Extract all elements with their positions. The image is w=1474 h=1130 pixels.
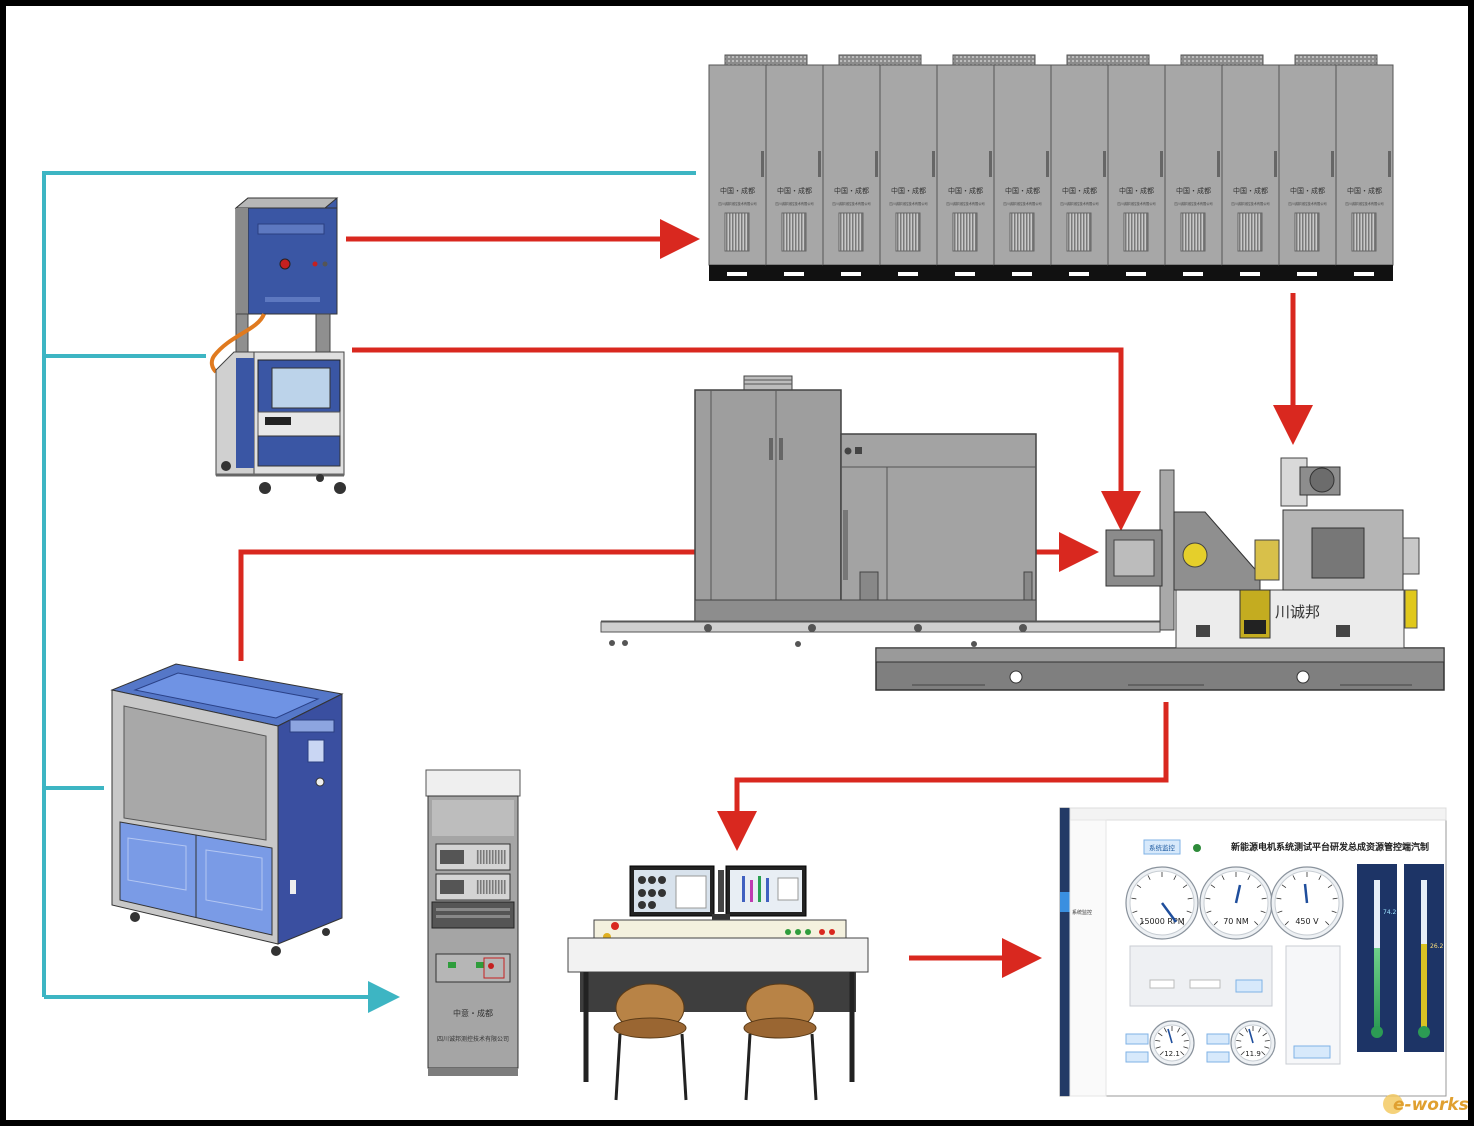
small-gauge-1-label: 12.1 bbox=[1164, 1050, 1180, 1058]
cabinet-brand-label: 中国・成都 bbox=[948, 186, 983, 195]
small-gauge-1: 12.1 bbox=[1149, 1020, 1195, 1066]
thermometer-2-value: 26.2 bbox=[1430, 943, 1444, 950]
software-title: 新能源电机系统测试平台研发总成资源管控端汽制 bbox=[1231, 841, 1429, 853]
rack-brand-label: 中意・成都 bbox=[453, 1008, 493, 1018]
rack-maker-label: 四川诚邦测控技术有限公司 bbox=[437, 1035, 509, 1043]
cabinet-maker-label: 四川诚邦测控技术有限公司 bbox=[1345, 201, 1383, 206]
cabinet-maker-label: 四川诚邦测控技术有限公司 bbox=[1060, 201, 1098, 206]
emergency-stop-icon bbox=[279, 258, 291, 270]
environmental-chamber bbox=[600, 375, 1161, 647]
cabinet-maker-label: 四川诚邦测控技术有限公司 bbox=[718, 201, 756, 206]
thermometer-1-value: 74.2 bbox=[1383, 909, 1397, 916]
gauge-needle bbox=[1248, 1028, 1254, 1044]
cabinet-brand-label: 中国・成都 bbox=[834, 186, 869, 195]
software-left-rail bbox=[1060, 808, 1070, 1096]
cabinet-brand-label: 中国・成都 bbox=[1347, 186, 1382, 195]
cabinet-maker-label: 四川诚邦测控技术有限公司 bbox=[1231, 201, 1269, 206]
gauge-2-label: 70 NM bbox=[1223, 917, 1249, 926]
instrument-rack: 中意・成都 四川诚邦测控技术有限公司 bbox=[425, 769, 521, 1076]
cabinet-maker-label: 四川诚邦测控技术有限公司 bbox=[1174, 201, 1212, 206]
gauge-1-label: 15000 RPM bbox=[1139, 917, 1184, 926]
gauge-needle bbox=[1303, 883, 1309, 904]
cabinet-maker-label: 四川诚邦测控技术有限公司 bbox=[1288, 201, 1326, 206]
arrow-dyno-to-console bbox=[717, 702, 1169, 851]
cabinet-maker-label: 四川诚邦测控技术有限公司 bbox=[889, 201, 927, 206]
cabinet-brand-label: 中国・成都 bbox=[777, 186, 812, 195]
small-gauge-2: 11.9 bbox=[1230, 1020, 1276, 1066]
gauge-2: 70 NM bbox=[1199, 866, 1273, 940]
software-sidebar-title: 系统监控 bbox=[1072, 909, 1092, 916]
gauge-needle bbox=[1160, 902, 1178, 923]
cabinet-maker-label: 四川诚邦测控技术有限公司 bbox=[775, 201, 813, 206]
cabinet-brand-label: 中国・成都 bbox=[720, 186, 755, 195]
cabinet-brand-label: 中国・成都 bbox=[1062, 186, 1097, 195]
cabinet-brand-label: 中国・成都 bbox=[891, 186, 926, 195]
arrow-ctrlbox-to-dyno bbox=[352, 347, 1141, 531]
teal-network-lines bbox=[42, 171, 696, 1013]
cabinet-maker-label: 四川诚邦测控技术有限公司 bbox=[1003, 201, 1041, 206]
eworks-watermark: e-works bbox=[1383, 1094, 1469, 1115]
motor-test-bench: 川诚邦 bbox=[875, 457, 1445, 691]
cabinet-maker-label: 四川诚邦测控技术有限公司 bbox=[832, 201, 870, 206]
cabinet-brand-label: 中国・成都 bbox=[1290, 186, 1325, 195]
cabinet-brand-label: 中国・成都 bbox=[1005, 186, 1040, 195]
small-gauge-2-label: 11.9 bbox=[1245, 1050, 1261, 1058]
software-tab-monitor: 系统监控 bbox=[1149, 843, 1176, 852]
operator-console bbox=[567, 865, 869, 1101]
watermark-text: e-works bbox=[1393, 1095, 1469, 1115]
gauge-needle bbox=[1234, 884, 1242, 904]
gauge-3: 450 V bbox=[1270, 866, 1344, 940]
cabinet-brand-label: 中国・成都 bbox=[1233, 186, 1268, 195]
cabinet-maker-label: 四川诚邦测控技术有限公司 bbox=[946, 201, 984, 206]
bench-brand-label: 川诚邦 bbox=[1275, 603, 1320, 621]
cooling-unit bbox=[110, 663, 344, 956]
cabinet-maker-label: 四川诚邦测控技术有限公司 bbox=[1117, 201, 1155, 206]
monitoring-software-screenshot: 系统监控 系统监控 新能源电机系统测试平台研发总成资源管控端汽制 15000 R… bbox=[1059, 807, 1447, 1097]
cabinet-brand-label: 中国・成都 bbox=[1119, 186, 1154, 195]
cabinet-brand-label: 中国・成都 bbox=[1176, 186, 1211, 195]
cart-display-screen bbox=[271, 367, 331, 409]
gauge-1: 15000 RPM bbox=[1125, 866, 1199, 940]
power-cabinet-row: 中国・成都四川诚邦测控技术有限公司中国・成都四川诚邦测控技术有限公司中国・成都四… bbox=[708, 54, 1394, 281]
gauge-3-label: 450 V bbox=[1295, 917, 1319, 926]
gauge-needle bbox=[1167, 1028, 1173, 1044]
teal-trunk-line bbox=[42, 171, 696, 997]
control-box-unit bbox=[209, 197, 346, 494]
orange-cable bbox=[209, 313, 266, 374]
